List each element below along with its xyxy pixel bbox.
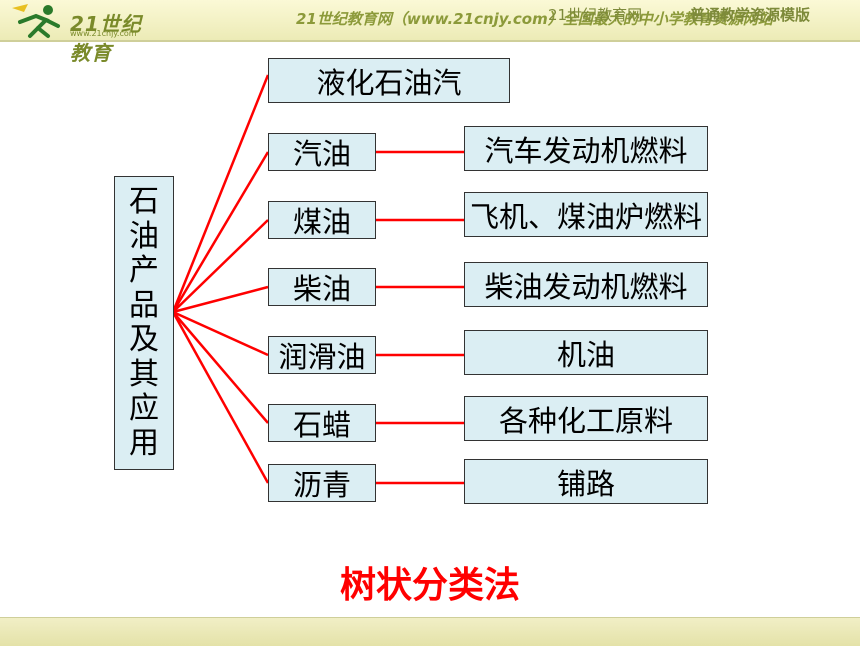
branch-line bbox=[171, 311, 270, 484]
root-char: 石 bbox=[129, 184, 159, 219]
logo-url: www.21cnjy.com bbox=[70, 29, 137, 38]
category-node: 润滑油 bbox=[268, 336, 376, 374]
diagram-caption: 树状分类法 bbox=[339, 565, 520, 606]
slide-header bbox=[0, 0, 860, 40]
root-char: 其 bbox=[129, 356, 159, 392]
application-node: 柴油发动机燃料 bbox=[464, 262, 708, 307]
slide-footer bbox=[0, 617, 860, 646]
application-node: 飞机、煤油炉燃料 bbox=[464, 192, 708, 237]
branch-line bbox=[172, 311, 269, 424]
runner-icon bbox=[12, 4, 60, 38]
category-node: 柴油 bbox=[268, 268, 376, 306]
category-node: 沥青 bbox=[268, 464, 376, 502]
footer-site-name: 21世纪教育网 bbox=[548, 6, 643, 24]
category-node: 汽油 bbox=[268, 133, 376, 171]
branch-line bbox=[172, 219, 269, 313]
application-node: 铺路 bbox=[464, 459, 708, 504]
root-char: 油 bbox=[129, 218, 159, 254]
branch-line bbox=[171, 151, 270, 313]
footer-template-name: 普通教学资源模版 bbox=[690, 6, 811, 24]
header-divider bbox=[0, 40, 860, 42]
category-node: 石蜡 bbox=[268, 404, 376, 442]
root-char: 用 bbox=[129, 425, 159, 461]
header-slogan: 21世纪教育网（www.21cnjy.com）全国最大的中小学教育资源网站 bbox=[296, 10, 773, 28]
branch-line bbox=[171, 74, 270, 313]
branch-line bbox=[172, 310, 269, 357]
site-logo[interactable]: 21世纪教育 www.21cnjy.com bbox=[8, 2, 158, 65]
logo-text: 21世纪教育 bbox=[70, 12, 142, 65]
category-node: 煤油 bbox=[268, 201, 376, 239]
category-node: 液化石油汽 bbox=[268, 58, 510, 103]
root-node: 石油产品及其应用 bbox=[114, 176, 174, 470]
application-node: 汽车发动机燃料 bbox=[464, 126, 708, 171]
root-char: 品 bbox=[129, 287, 159, 323]
application-node: 机油 bbox=[464, 330, 708, 375]
branch-line bbox=[172, 285, 269, 314]
root-char: 产 bbox=[129, 253, 159, 288]
root-char: 及 bbox=[129, 322, 159, 357]
application-node: 各种化工原料 bbox=[464, 396, 708, 441]
root-char: 应 bbox=[129, 391, 159, 426]
